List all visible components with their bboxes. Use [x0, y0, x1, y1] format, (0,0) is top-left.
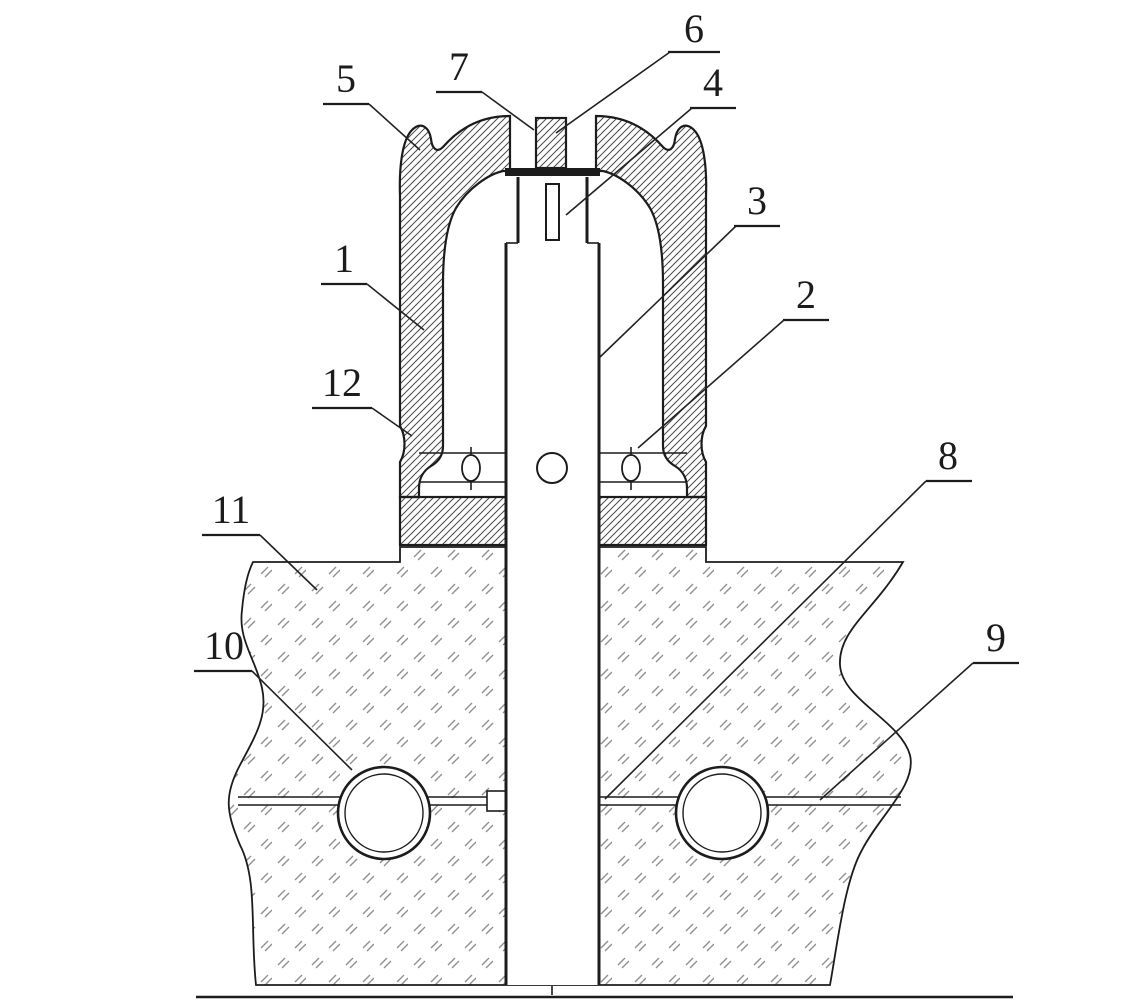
tube-cap-bar	[505, 168, 600, 176]
part-labels: 6 7 4 5 3 2 1	[194, 6, 1019, 801]
label-3: 3	[598, 178, 780, 359]
seat-plates	[419, 447, 687, 490]
label-10-text: 10	[204, 623, 244, 668]
base-block-left	[398, 495, 508, 547]
label-12: 12	[312, 360, 413, 437]
tube-bore	[506, 171, 599, 985]
base-flange	[398, 495, 708, 547]
label-12-leader	[371, 407, 413, 437]
left-pipe-inner	[344, 773, 424, 853]
label-10-leader	[251, 670, 353, 771]
label-7: 7	[436, 44, 535, 131]
right-pipe-outer	[674, 765, 770, 861]
channel-port	[486, 790, 507, 812]
label-11: 11	[202, 487, 318, 591]
label-1-leader	[366, 283, 425, 331]
label-4-leader	[565, 107, 693, 216]
left-bolt-hole	[461, 454, 481, 482]
label-3-leader	[598, 225, 737, 359]
label-7-text: 7	[449, 44, 469, 89]
right-bolt-hole	[621, 454, 641, 482]
label-6: 6	[555, 6, 720, 134]
label-8-text: 8	[938, 433, 958, 478]
tube-port-hole	[536, 452, 568, 484]
base-block-right	[597, 495, 708, 547]
label-11-leader	[259, 534, 318, 591]
label-1: 1	[321, 236, 425, 331]
label-6-text: 6	[684, 6, 704, 51]
label-2-text: 2	[796, 272, 816, 317]
dome-housing	[398, 114, 708, 499]
label-1-text: 1	[334, 236, 354, 281]
label-11-text: 11	[212, 487, 251, 532]
label-8: 8	[604, 433, 972, 800]
buried-pipes	[336, 765, 770, 861]
right-pipe-inner	[682, 773, 762, 853]
label-9-leader	[819, 662, 974, 801]
label-8-leader	[604, 480, 927, 800]
left-pipe-outer	[336, 765, 432, 861]
label-4-text: 4	[703, 60, 723, 105]
label-9: 9	[819, 615, 1019, 801]
label-5: 5	[323, 56, 421, 151]
label-9-text: 9	[986, 615, 1006, 660]
label-6-leader	[555, 51, 671, 134]
label-12-text: 12	[322, 360, 362, 405]
inner-slot	[545, 183, 560, 241]
top-stem	[534, 116, 568, 170]
dome-left-wall	[398, 114, 512, 499]
label-4: 4	[565, 60, 736, 216]
label-5-leader	[368, 103, 421, 151]
label-5-text: 5	[336, 56, 356, 101]
central-tube	[504, 116, 601, 995]
dome-right-wall	[594, 114, 708, 499]
label-7-leader	[481, 91, 535, 131]
label-2: 2	[637, 272, 829, 449]
label-3-text: 3	[747, 178, 767, 223]
label-2-leader	[637, 319, 785, 449]
label-10: 10	[194, 623, 353, 771]
